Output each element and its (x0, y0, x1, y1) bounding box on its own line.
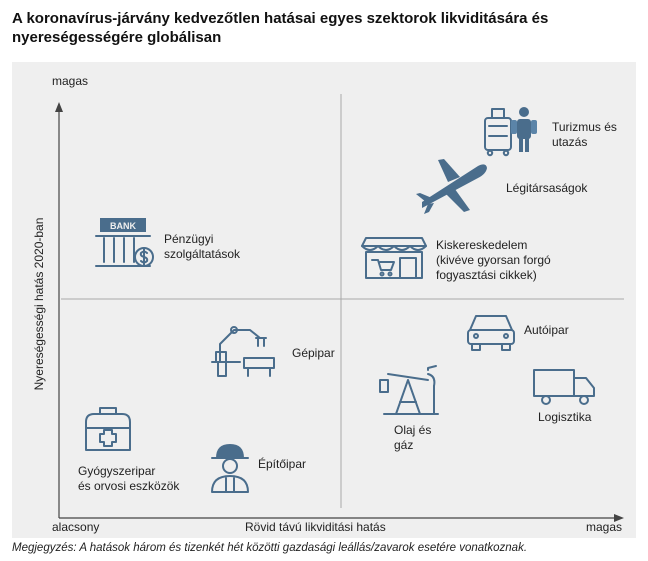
medical-kit-icon (85, 407, 131, 451)
footnote: Megjegyzés: A hatások három és tizenkét … (12, 542, 528, 554)
y-axis-high-label: magas (52, 74, 89, 88)
x-axis-high-label: magas (586, 520, 623, 534)
suitcase-icon (484, 108, 512, 157)
bank-sign-text: BANK (110, 221, 136, 231)
airplane-icon (416, 159, 487, 214)
traveler-icon (511, 107, 537, 152)
oil-pump-icon (379, 365, 439, 415)
quadrant-panel: BANK (12, 62, 636, 538)
label-airlines: Légitársaságok (506, 181, 588, 195)
quadrant-chart: BANK (55, 94, 624, 522)
label-logistics: Logisztika (538, 410, 592, 424)
label-automotive: Autóipar (524, 323, 569, 337)
y-axis-arrow (55, 102, 63, 112)
cropped-header-fragment (12, 0, 72, 6)
diagram-title: A koronavírus-járvány kedvezőtlen hatása… (12, 10, 549, 46)
x-axis-low-label: alacsony (52, 520, 100, 534)
x-axis-arrow (614, 514, 624, 522)
store-icon (361, 237, 427, 279)
label-construction: Építőipar (258, 457, 307, 471)
label-machinery: Gépipar (292, 346, 335, 360)
truck-icon (533, 369, 595, 405)
construction-worker-icon (211, 444, 249, 493)
car-icon (467, 315, 515, 351)
robot-arm-icon (211, 326, 275, 377)
x-axis-title: Rövid távú likviditási hatás (245, 520, 386, 534)
bank-icon (95, 218, 154, 267)
y-axis-title: Nyereségességi hatás 2020-ban (32, 217, 46, 391)
